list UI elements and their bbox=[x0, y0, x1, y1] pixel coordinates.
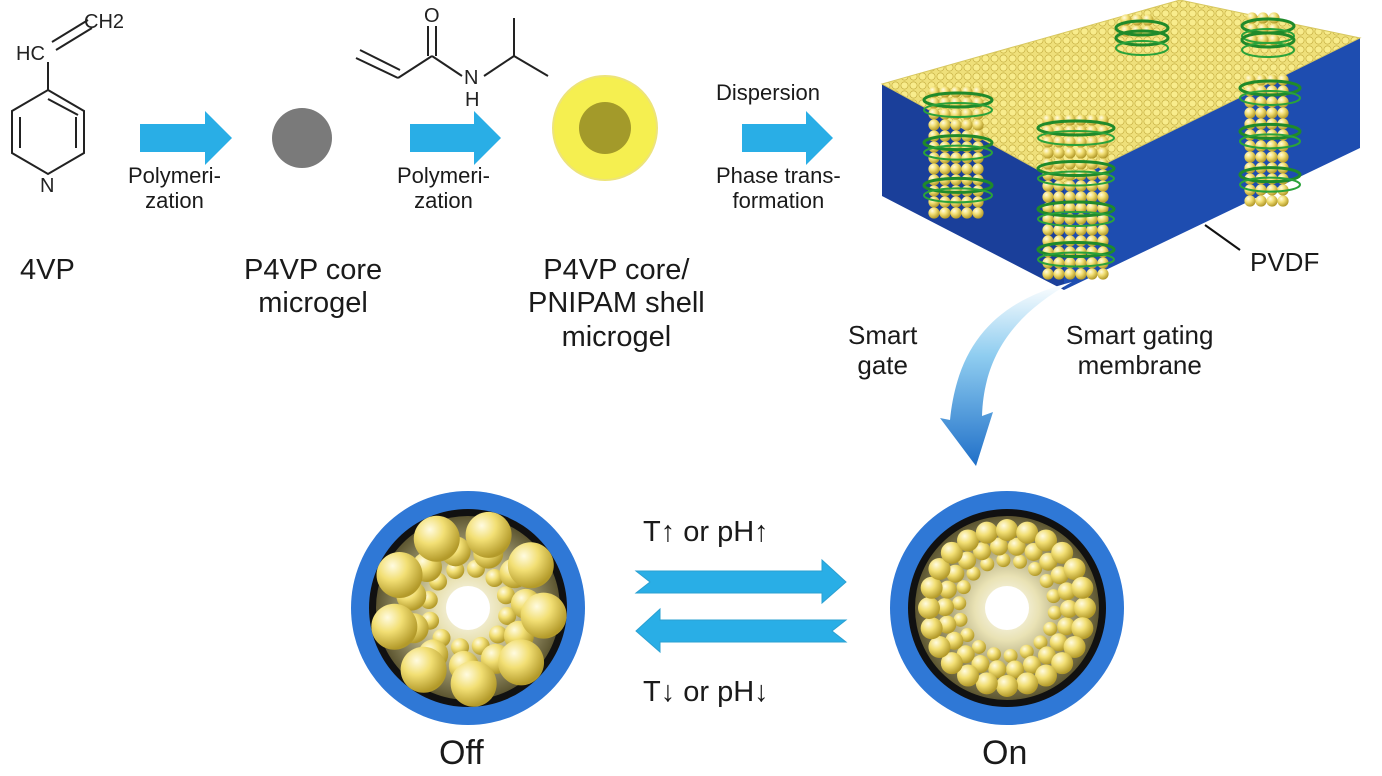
core-microgel-particle bbox=[272, 108, 332, 168]
label-polymerization-1: Polymeri- zation bbox=[128, 163, 221, 214]
gate-on bbox=[890, 491, 1124, 725]
label-polymerization-2: Polymeri- zation bbox=[397, 163, 490, 214]
label-polymerization-1-line1: Polymeri- bbox=[128, 163, 221, 188]
pore-column bbox=[1114, 14, 1170, 56]
label-4vp: 4VP bbox=[20, 254, 75, 286]
structure-nipam bbox=[355, 18, 549, 79]
label-polymerization-2-line2: zation bbox=[414, 188, 473, 214]
label-membrane-line1: Smart gating bbox=[1066, 320, 1214, 350]
label-phase-line2: formation bbox=[732, 188, 825, 214]
label-membrane-line2: membrane bbox=[1077, 349, 1202, 380]
step-arrow-1 bbox=[140, 111, 232, 165]
label-core-line2: microgel bbox=[258, 287, 368, 320]
reverse-arrow bbox=[635, 607, 848, 654]
atom-n-amide: N bbox=[464, 67, 478, 89]
atom-ch2: CH2 bbox=[84, 11, 124, 33]
pore-column bbox=[1036, 114, 1116, 280]
label-shell-line2: PNIPAM shell bbox=[528, 287, 705, 320]
shell-microgel-core bbox=[579, 102, 631, 154]
label-on-state: On bbox=[982, 734, 1028, 772]
gate-bead-layer bbox=[371, 511, 567, 707]
label-off-state: Off bbox=[439, 734, 484, 772]
label-smart-gating-membrane: Smart gating membrane bbox=[1066, 320, 1214, 381]
label-smart-gate-line2: gate bbox=[857, 349, 908, 380]
structure-4vp bbox=[11, 19, 93, 176]
label-shell-line3: microgel bbox=[561, 320, 672, 353]
gate-bead-layer bbox=[918, 519, 1096, 697]
label-smart-gate-line1: Smart bbox=[848, 320, 918, 350]
label-polymerization-1-line2: zation bbox=[145, 188, 204, 214]
label-reverse-stimulus: T↓ or pH↓ bbox=[643, 676, 769, 708]
label-phase-line1: Phase trans- bbox=[716, 163, 841, 188]
atom-n-ring: N bbox=[40, 175, 54, 197]
membrane-pores bbox=[922, 12, 1302, 280]
step-arrow-3 bbox=[742, 111, 833, 165]
label-shell-line1: P4VP core/ bbox=[543, 254, 690, 286]
label-polymerization-2-line1: Polymeri- bbox=[397, 163, 490, 188]
label-phase-transformation: Phase trans- formation bbox=[716, 163, 841, 214]
pore-column bbox=[1240, 12, 1296, 58]
pore-column bbox=[922, 86, 994, 219]
smart-gate-curved-arrow bbox=[940, 282, 1072, 466]
label-pvdf: PVDF bbox=[1250, 247, 1320, 277]
forward-arrow bbox=[634, 558, 847, 605]
gate-off bbox=[351, 491, 585, 725]
atom-hc: HC bbox=[16, 43, 45, 65]
label-core-line1: P4VP core bbox=[244, 254, 383, 286]
label-smart-gate: Smart gate bbox=[848, 320, 918, 381]
atom-h-amide: H bbox=[465, 89, 479, 111]
label-dispersion: Dispersion bbox=[716, 80, 820, 105]
atom-o: O bbox=[424, 5, 440, 27]
step-arrow-2 bbox=[410, 111, 501, 165]
pore-column bbox=[1238, 74, 1302, 207]
label-shell-microgel: P4VP core/ PNIPAM shell microgel bbox=[528, 254, 705, 354]
label-forward-stimulus: T↑ or pH↑ bbox=[643, 516, 769, 548]
label-core-microgel: P4VP core microgel bbox=[244, 254, 382, 321]
